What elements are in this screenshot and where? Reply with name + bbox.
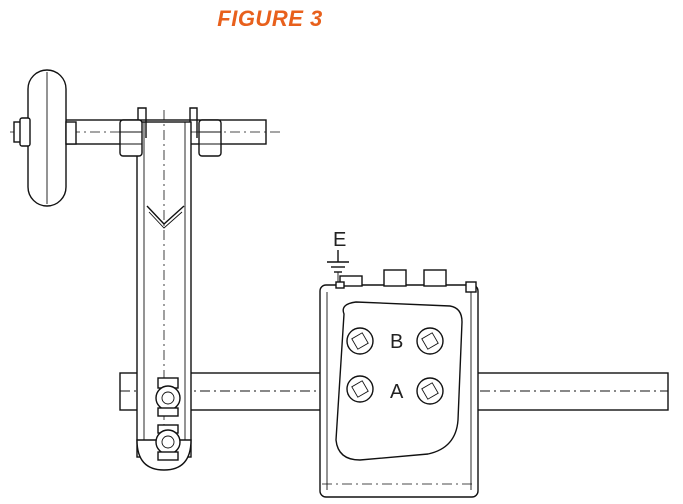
terminal-screw-b-left: [346, 327, 374, 355]
earth-label: E: [333, 229, 346, 251]
terminal-b-label: B: [390, 331, 403, 353]
wheel: [13, 69, 77, 207]
earth-ground-icon: [327, 250, 349, 282]
terminal-screw-b-right: [416, 327, 444, 355]
terminal-a-label: A: [390, 381, 404, 403]
arm-bolt-upper: [155, 377, 181, 417]
axle-nut-right: [198, 119, 222, 157]
figure-title: FIGURE 3: [217, 6, 323, 31]
terminal-screw-a-left: [346, 375, 374, 403]
terminal-screw-a-right: [416, 377, 444, 405]
arm-bolt-lower: [155, 424, 181, 461]
axle-nut-left: [119, 119, 143, 157]
